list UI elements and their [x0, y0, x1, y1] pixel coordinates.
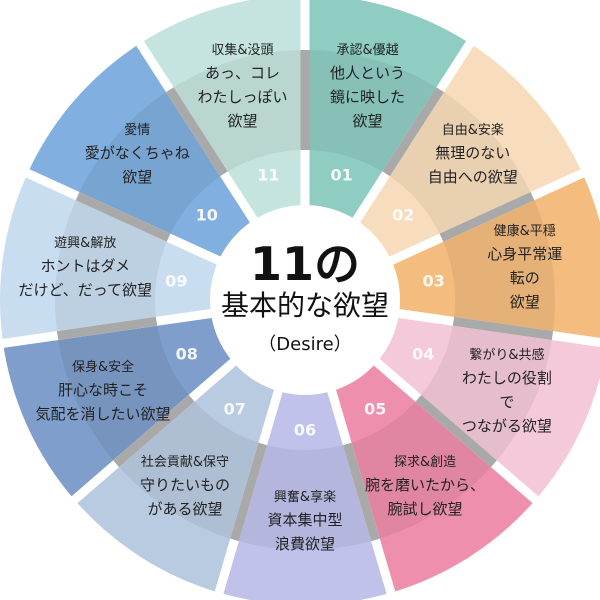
title-main: 11の: [249, 237, 361, 291]
segment-desire: あっ、コレ わたしっぽい 欲望: [197, 63, 288, 130]
segment-desire: 資本集中型 浪費欲望: [267, 511, 343, 553]
segment-desire: わたしの役割で つながる欲望: [461, 369, 552, 436]
segment-category: 遊興&解放: [54, 236, 117, 252]
segment-band-10: [77, 89, 224, 238]
segment-label-06: 興奮&享楽資本集中型 浪費欲望: [267, 488, 342, 556]
segment-label-05: 探求&創造腕を磨いたから、 腕試し欲望: [365, 453, 485, 521]
segment-band-06: [234, 443, 376, 551]
segment-separator: [230, 442, 268, 542]
segment-label-11: 収集&没頭あっ、コレ わたしっぽい 欲望: [197, 41, 287, 133]
segment-band-03: [441, 196, 556, 336]
segment-number: 01: [330, 165, 353, 185]
segment-wedge-06: [219, 300, 391, 600]
segment-band-01: [305, 50, 441, 174]
segment-separator: [75, 192, 171, 242]
segment-category: 保身&安全: [71, 360, 135, 376]
title-english: （Desire）: [258, 334, 352, 355]
segment-desire: 守りたいもの がある欲望: [139, 475, 230, 518]
segment-band-09: [54, 196, 169, 336]
segment-category: 愛情: [124, 122, 151, 138]
segment-category: 承認&優越: [336, 42, 399, 58]
segment-number: 03: [422, 271, 445, 291]
segment-separator: [382, 87, 444, 177]
segment-number: 05: [364, 399, 387, 419]
center-circle: [210, 205, 400, 395]
segment-band-02: [386, 89, 533, 238]
segment-number: 06: [293, 420, 317, 440]
segment-label-09: 遊興&解放ホントはダメ だけど、だって欲望: [18, 234, 152, 302]
segment-category: 健康&平穏: [493, 224, 556, 240]
segment-category: 社会貢献&保守: [140, 454, 230, 470]
title-sub: 基本的な欲望: [220, 289, 390, 322]
segment-separator: [439, 192, 535, 242]
segment-desire: 腕を磨いたから、 腕試し欲望: [365, 475, 486, 518]
segment-number: 09: [165, 271, 188, 291]
segment-number: 07: [223, 399, 246, 419]
segment-label-08: 保身&安全肝心な時こそ 気配を消したい欲望: [36, 358, 171, 426]
segment-separator: [56, 316, 158, 341]
segment-desire: 無理のない 自由への欲望: [427, 143, 518, 186]
segment-number: 04: [412, 344, 435, 364]
segment-separator: [166, 87, 228, 177]
segment-band-11: [169, 50, 305, 174]
segment-number: 11: [257, 165, 280, 185]
segment-separator: [452, 316, 554, 341]
segment-label-04: 繋がり&共感わたしの役割で つながる欲望: [460, 346, 553, 438]
segment-desire: 心身平常運転の 欲望: [487, 245, 563, 312]
segment-desire: 愛がなくちゃね 欲望: [84, 143, 190, 186]
segment-category: 収集&没頭: [211, 42, 274, 58]
segment-desire: 肝心な時こそ 気配を消したい欲望: [35, 381, 171, 424]
segment-separator: [113, 394, 195, 468]
segment-label-07: 社会貢献&保守守りたいもの がある欲望: [140, 453, 230, 521]
segment-category: 探求&創造: [393, 454, 457, 470]
segment-label-01: 承認&優越他人という 鏡に映した 欲望: [330, 41, 405, 133]
segment-category: 興奮&享楽: [273, 490, 337, 505]
segment-desire: ホントはダメ だけど、だって欲望: [18, 257, 153, 300]
segment-separator: [342, 442, 380, 542]
segment-number: 10: [195, 205, 218, 225]
center-title: 11の 基本的な欲望 （Desire）: [221, 240, 389, 360]
segment-category: 繋がり&共感: [469, 348, 545, 364]
segment-number: 02: [392, 205, 415, 225]
segment-label-02: 自由&安楽無理のない 自由への欲望: [428, 121, 518, 189]
segment-number: 08: [175, 344, 198, 364]
segment-separator: [415, 394, 497, 468]
segment-desire: 他人という 鏡に映した 欲望: [330, 63, 406, 130]
segment-label-03: 健康&平穏心身平常運転の 欲望: [487, 222, 562, 314]
segment-band-04: [418, 321, 553, 464]
segment-label-10: 愛情愛がなくちゃね 欲望: [85, 121, 190, 189]
segment-category: 自由&安楽: [441, 122, 504, 138]
segment-band-08: [57, 321, 192, 464]
